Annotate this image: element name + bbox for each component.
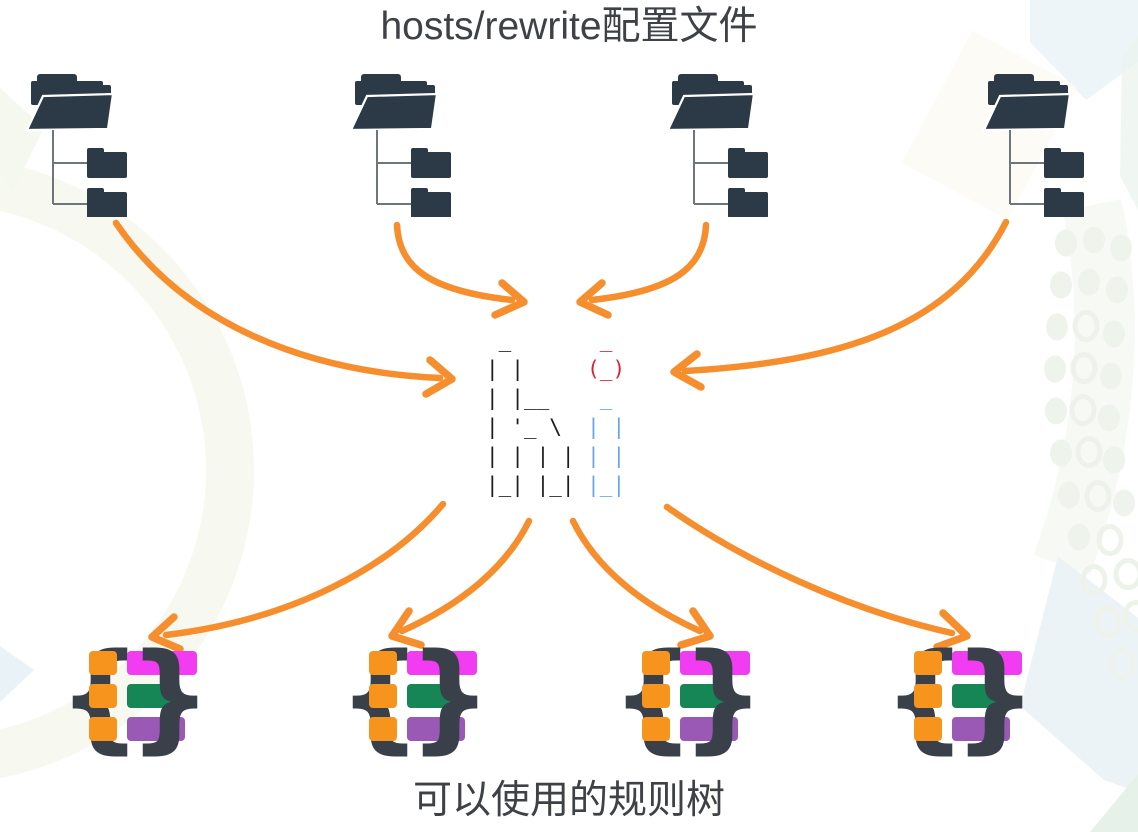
rule-value-block: [952, 651, 1022, 675]
outbound-arrow-3: [569, 517, 714, 649]
ascii-art-logo: _ _| | (_)| |__ _| '_ \ | || | | | | ||_…: [486, 328, 626, 497]
rule-rows: [642, 651, 750, 741]
rule-key-block: [642, 684, 670, 708]
inbound-arrow-1: [112, 219, 456, 398]
page-title: hosts/rewrite配置文件: [380, 5, 758, 48]
rule-row: [914, 717, 1022, 741]
close-brace: }: [952, 627, 1037, 765]
page-caption: 可以使用的规则树: [412, 779, 725, 822]
close-brace: }: [127, 627, 212, 765]
rule-key-block: [642, 651, 670, 675]
child-folder-icon: [87, 148, 127, 178]
parent-folder-icon: [349, 74, 439, 132]
child-folder-icon: [1044, 188, 1084, 218]
tree-connector-lines: [376, 130, 411, 205]
rule-value-block: [952, 684, 1000, 708]
rule-key-block: [369, 717, 397, 741]
folder-tree-icon: [982, 74, 1086, 218]
rule-key-block: [914, 717, 942, 741]
mint-streak-shape: [1120, 36, 1138, 210]
parent-folder-icon: [666, 74, 756, 132]
child-folder-icon: [1044, 148, 1084, 178]
rule-row: [369, 684, 477, 708]
folder-tree-icon: [25, 74, 129, 218]
rule-row: [914, 684, 1022, 708]
child-folder-icon: [728, 148, 768, 178]
rule-key-block: [369, 651, 397, 675]
dot-grid: [1044, 226, 1135, 551]
tree-connector-lines: [693, 130, 728, 205]
left-streak-shape: [0, 88, 44, 192]
rule-value-block: [127, 717, 185, 741]
parent-folder-icon: [982, 74, 1072, 132]
rules-json-icon: { }: [58, 637, 212, 755]
child-folder-icon: [411, 188, 451, 218]
rule-row: [369, 651, 477, 675]
tree-connector-lines: [1009, 130, 1044, 205]
rule-key-block: [642, 717, 670, 741]
left-ring-shape: [0, 161, 254, 779]
rule-key-block: [89, 684, 117, 708]
folder-tree-icon: [666, 74, 770, 218]
rule-row: [89, 651, 197, 675]
inbound-arrow-4: [670, 218, 1010, 391]
child-folder-icon: [87, 188, 127, 218]
rule-key-block: [914, 651, 942, 675]
rules-json-icon: { }: [338, 637, 492, 755]
corner-mint-shape: [1090, 774, 1138, 832]
rule-value-block: [680, 651, 750, 675]
outbound-arrow-2: [388, 517, 533, 649]
rule-value-block: [127, 684, 175, 708]
corner-diamond-shape: [1030, 0, 1138, 100]
rule-value-block: [127, 651, 197, 675]
rules-json-icon: { }: [883, 637, 1037, 755]
rule-value-block: [952, 717, 1010, 741]
left-wedge-shape: [0, 646, 34, 702]
rule-key-block: [89, 651, 117, 675]
rule-rows: [914, 651, 1022, 741]
rule-rows: [89, 651, 197, 741]
rule-rows: [369, 651, 477, 741]
rules-json-icon: { }: [611, 637, 765, 755]
outbound-arrow-4: [663, 503, 971, 651]
rule-value-block: [680, 717, 738, 741]
rule-key-block: [914, 684, 942, 708]
inbound-arrow-2: [393, 221, 528, 319]
close-brace: }: [680, 627, 765, 765]
rule-row: [89, 717, 197, 741]
rule-row: [89, 684, 197, 708]
child-folder-icon: [411, 148, 451, 178]
rule-value-block: [407, 651, 477, 675]
child-folder-icon: [728, 188, 768, 218]
ring-grid: [1069, 310, 1138, 680]
rule-row: [369, 717, 477, 741]
tree-connector-lines: [52, 130, 87, 205]
rule-row: [642, 651, 750, 675]
close-brace: }: [407, 627, 492, 765]
folder-tree-icon: [349, 74, 453, 218]
parent-folder-icon: [25, 74, 115, 132]
rule-key-block: [369, 684, 397, 708]
rule-row: [642, 717, 750, 741]
rule-value-block: [407, 717, 465, 741]
rule-value-block: [407, 684, 455, 708]
inbound-arrow-3: [576, 221, 710, 319]
bottom-band-shape: [1020, 556, 1138, 792]
rule-row: [642, 684, 750, 708]
outbound-arrow-1: [148, 500, 447, 653]
rule-row: [914, 651, 1022, 675]
rule-value-block: [680, 684, 728, 708]
rule-key-block: [89, 717, 117, 741]
